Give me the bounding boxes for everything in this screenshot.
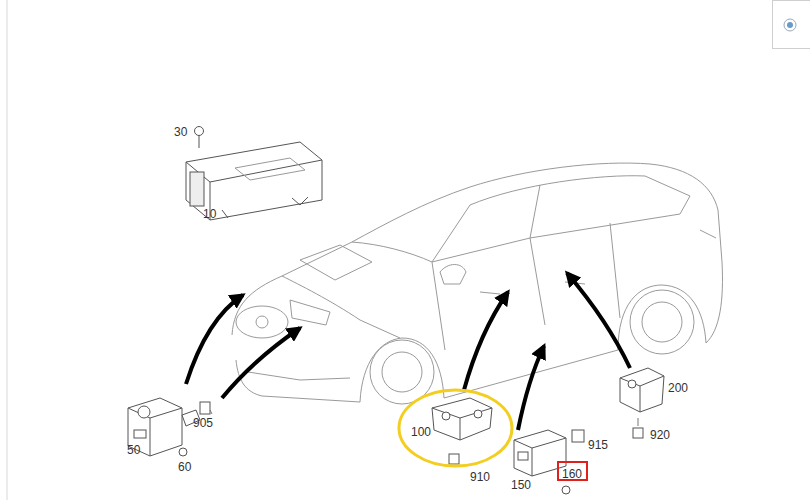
callout-number: 100	[411, 425, 431, 439]
callout-number: 200	[668, 381, 688, 395]
sensor-part	[620, 368, 664, 438]
callout-number: 160	[562, 467, 582, 481]
callout-number: 910	[470, 470, 490, 484]
callout-number: 60	[178, 460, 191, 474]
callout-number: 150	[511, 478, 531, 492]
control-unit	[186, 142, 322, 220]
callout-number: 30	[174, 125, 187, 139]
callout-number: 10	[203, 207, 216, 221]
callout-number: 50	[127, 443, 140, 457]
screw	[195, 127, 204, 149]
highlight-box: 160	[557, 461, 588, 481]
window-widget	[773, 1, 810, 49]
leader-line	[210, 410, 638, 426]
callout-number: 920	[650, 428, 670, 442]
callout-number: 915	[588, 438, 608, 452]
car-outline	[232, 163, 722, 404]
sensor-part	[432, 398, 492, 464]
highlight-ellipse: 100	[397, 388, 514, 468]
callout-number: 905	[193, 416, 213, 430]
page-border	[7, 0, 8, 500]
